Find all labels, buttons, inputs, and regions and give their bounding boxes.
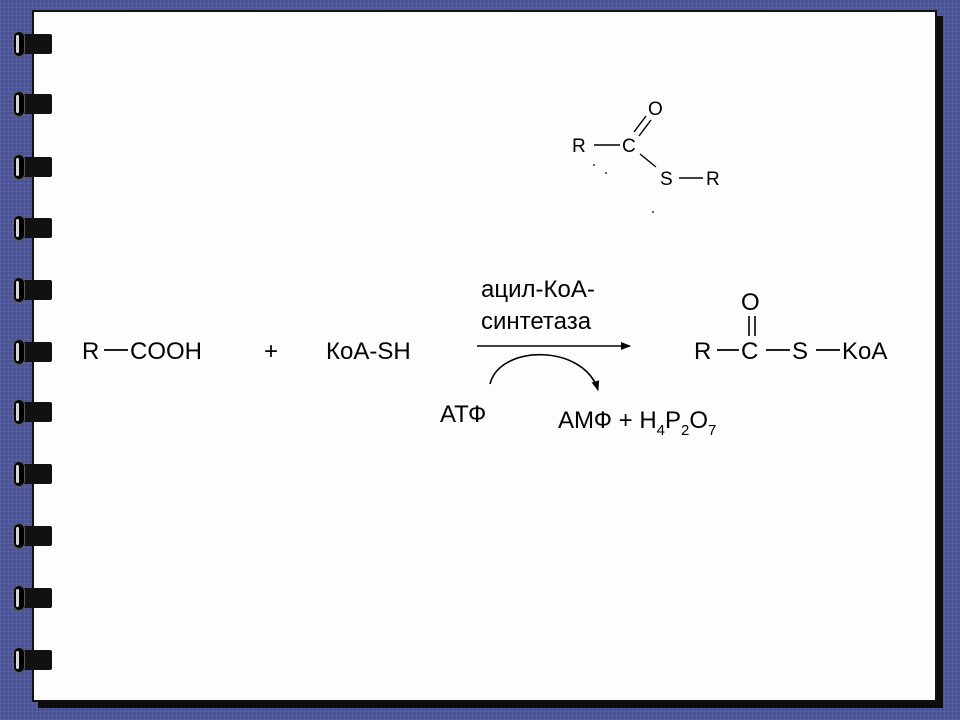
binder-ring	[14, 524, 52, 548]
oxygen-label: O	[689, 407, 708, 434]
binder-ring	[14, 340, 52, 364]
binder-ring	[14, 32, 52, 56]
binder-ring	[14, 400, 52, 424]
carbonyl-double-bond	[638, 119, 652, 137]
dot-mark	[605, 172, 607, 174]
enzyme-name-line2: синтетаза	[481, 308, 592, 335]
binder-ring	[14, 155, 52, 179]
plus-sign: +	[264, 338, 278, 365]
c-s-bond	[639, 153, 657, 168]
r-group-label: R	[572, 136, 586, 157]
subscript: 4	[657, 422, 665, 439]
binder-ring	[14, 216, 52, 240]
sulfur-label: S	[792, 338, 808, 365]
atp-label: АТФ	[440, 401, 486, 428]
carbon-label: C	[741, 338, 758, 365]
subscript: 2	[681, 422, 689, 439]
koa-label: KoA	[842, 338, 887, 365]
carbon-label: C	[622, 136, 636, 157]
phosphorus-label: P	[665, 407, 681, 434]
subscript: 7	[708, 422, 716, 439]
thioester-structure: O R C S R	[572, 99, 720, 213]
dot-mark	[652, 211, 654, 213]
binder-ring	[14, 462, 52, 486]
amp-label: АМФ + Н	[558, 407, 657, 434]
carboxylic-acid: R COOH	[82, 338, 202, 365]
binder-ring	[14, 92, 52, 116]
byproducts-formula: АМФ + Н4P2O7	[558, 407, 716, 439]
binder-ring	[14, 648, 52, 672]
carbonyl-oxygen-label: O	[648, 99, 663, 120]
binder-ring	[14, 586, 52, 610]
cooh-label: COOH	[130, 338, 202, 365]
carbonyl-double-bond	[633, 115, 647, 133]
binder-ring	[14, 278, 52, 302]
sulfur-label: S	[660, 169, 673, 190]
r-group-label: R	[694, 338, 711, 365]
acyl-coa-product: O R C S KoA	[694, 289, 887, 365]
dot-mark	[593, 164, 595, 166]
r-group-label: R	[82, 338, 99, 365]
coenzyme-a-label: КоА-SH	[326, 338, 411, 365]
atp-curved-arrow	[489, 353, 600, 391]
r-group-label: R	[706, 169, 720, 190]
enzyme-name-line1: ацил-КоА-	[481, 276, 595, 303]
notebook-page	[32, 10, 937, 702]
carbonyl-oxygen-label: O	[741, 289, 760, 316]
